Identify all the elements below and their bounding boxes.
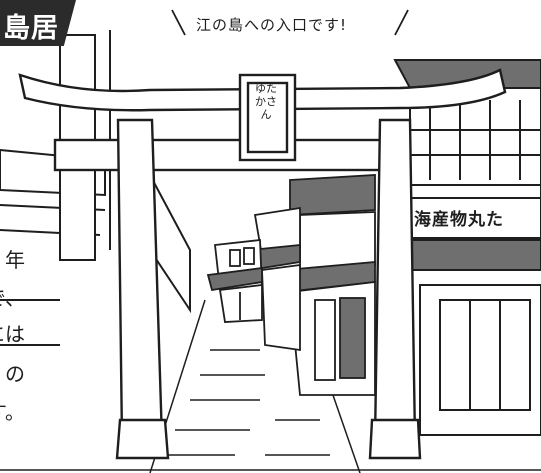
heading-tag: 島居 bbox=[0, 0, 76, 46]
heading-text: 島居 bbox=[3, 13, 59, 44]
street-path bbox=[0, 299, 541, 473]
middle-buildings bbox=[206, 174, 376, 396]
caption-text: 江の島への入口です! bbox=[196, 16, 348, 34]
side-text-line-2: ので、 bbox=[0, 286, 25, 310]
gate-plaque-text: ゆたかさん bbox=[255, 82, 277, 121]
torii-gate bbox=[18, 68, 507, 460]
shop-sign-text: 海産物丸た bbox=[414, 210, 504, 230]
side-text-line-5: す。 bbox=[0, 400, 25, 424]
side-text-line-1: 年 bbox=[5, 248, 25, 272]
right-buildings bbox=[393, 59, 541, 436]
side-text-line-4: の bbox=[5, 362, 25, 386]
side-text-line-3: には bbox=[0, 322, 25, 346]
caption-marks bbox=[171, 9, 409, 36]
